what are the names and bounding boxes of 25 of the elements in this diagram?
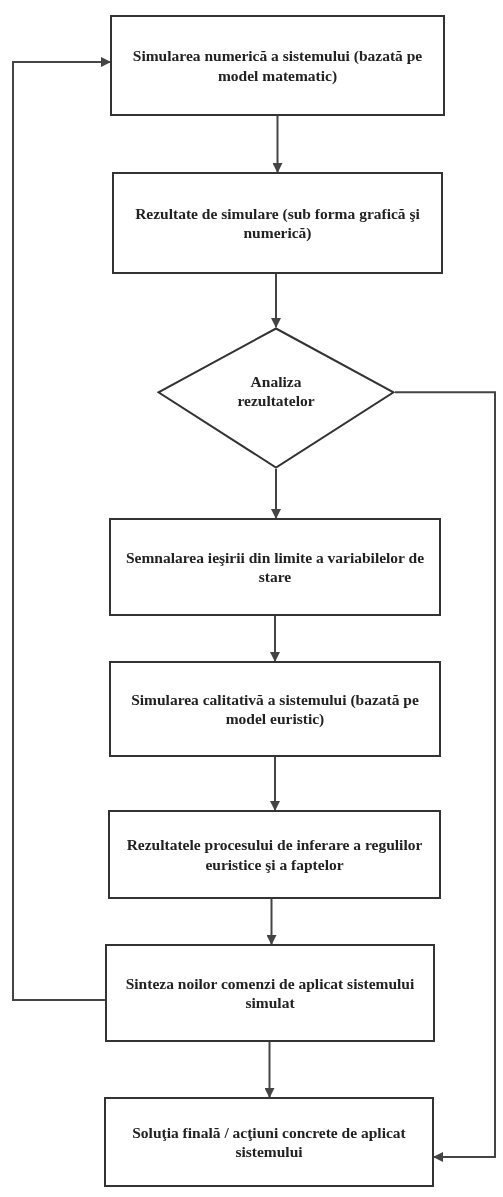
arrow <box>394 391 496 1162</box>
process-box <box>109 518 441 616</box>
arrow <box>270 615 280 662</box>
arrow <box>266 898 277 945</box>
arrow <box>271 468 281 519</box>
box-text: Semnalarea ieşirii din limite a variabilelor de stare <box>124 547 426 587</box>
process-box <box>105 944 435 1042</box>
arrow <box>270 756 280 811</box>
process-box <box>112 172 443 274</box>
arrow <box>264 1041 275 1098</box>
box-text: Sinteza noilor comenzi de aplicat sistemului simulat <box>124 973 416 1013</box>
box-text: Rezultatele procesului de inferare a regulilor euristice şi a faptelor <box>125 835 424 874</box>
process-box <box>108 810 441 899</box>
box-text: Analiza rezultatelor <box>236 371 316 411</box>
arrow <box>272 115 283 173</box>
process-box <box>104 1097 434 1187</box>
box-text: Soluţia finală / acţiuni concrete de aplicat sistemului <box>131 1122 407 1162</box>
box-text: Simularea numerică a sistemului (bazată pe model matematic) <box>131 46 424 85</box>
decision-diamond <box>157 327 395 469</box>
process-box <box>110 15 445 116</box>
box-text: Simularea calitativă a sistemului (bazată pe model euristic) <box>130 689 420 729</box>
arrow <box>12 57 111 1001</box>
process-box <box>109 661 441 757</box>
arrow <box>271 273 281 328</box>
box-text: Rezultate de simulare (sub forma grafică şi numerică) <box>134 203 421 243</box>
